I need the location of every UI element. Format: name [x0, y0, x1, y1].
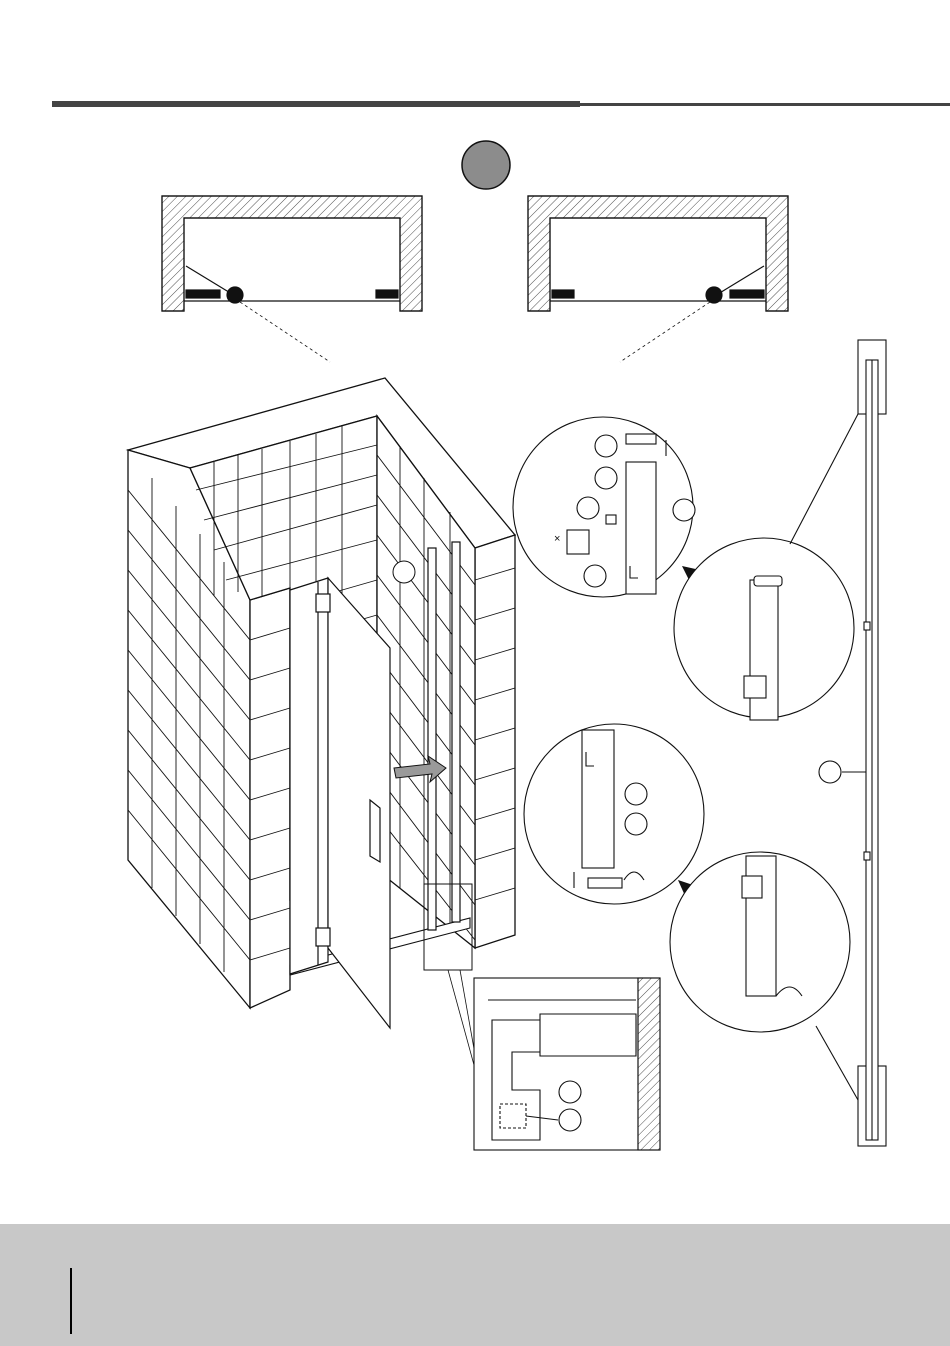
callout-bottom-seal	[625, 813, 647, 835]
hinge-dot-left	[227, 287, 243, 303]
plan-leader-lines	[240, 302, 710, 362]
detail-top-assembly: ×	[513, 417, 695, 597]
callout-wall-profile	[393, 561, 415, 583]
callout-seal-detail-a	[559, 1081, 581, 1103]
detail-bottom-assembly	[524, 724, 704, 904]
detail-top-zoom	[674, 538, 854, 720]
plan-view-right-hinge	[528, 196, 788, 311]
footer-divider	[70, 1268, 72, 1334]
callout-profile-side	[673, 499, 695, 521]
callout-nut	[577, 497, 599, 519]
step-badge	[462, 141, 510, 189]
seal-detail-box	[474, 978, 660, 1150]
long-profile	[790, 340, 886, 1146]
plan-view-left-hinge	[162, 196, 422, 311]
hinge-dot-right	[706, 287, 722, 303]
shower-door	[290, 578, 390, 1028]
callout-bracket	[584, 565, 606, 587]
callout-seal-detail-b	[559, 1109, 581, 1131]
footer-band	[0, 1224, 950, 1346]
header-rule	[52, 101, 950, 107]
callout-profile-main	[819, 761, 841, 783]
callout-profile-top	[595, 467, 617, 489]
callout-bottom-cap	[625, 783, 647, 805]
callout-clip-cap	[595, 435, 617, 457]
detail-bottom-zoom	[670, 852, 850, 1032]
svg-text:×: ×	[554, 533, 560, 545]
